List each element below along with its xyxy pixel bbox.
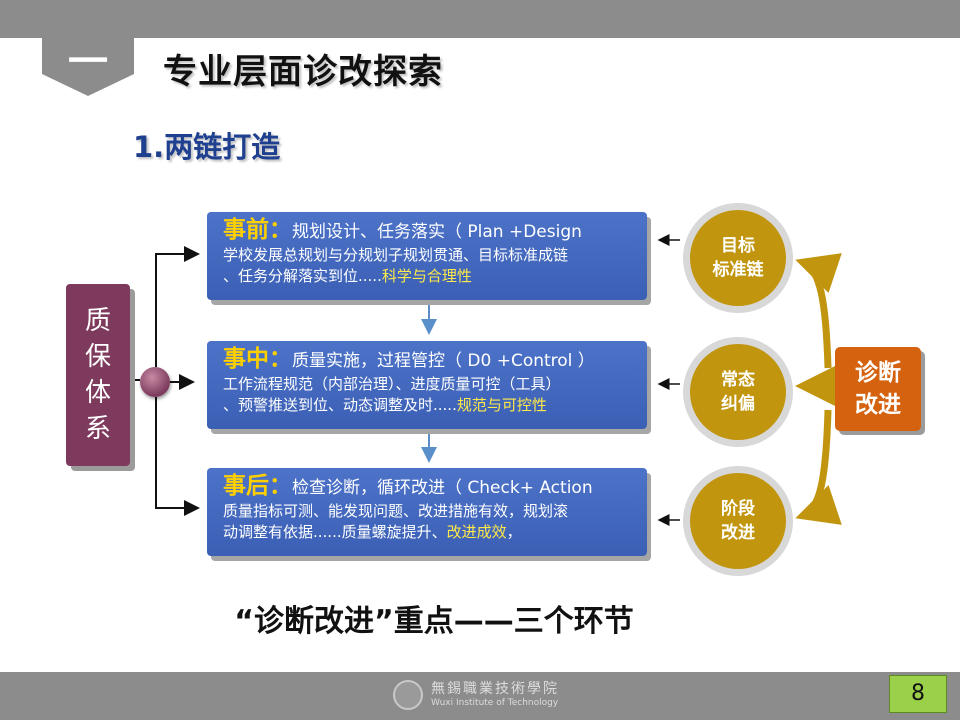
phase-after: 事后：检查诊断，循环改进（ Check+ Action 质量指标可测、能发现问题… (207, 468, 647, 556)
phase-before-line1: 规划设计、任务落实（ Plan +Design (292, 222, 582, 242)
phase-after-head: 事后 (223, 473, 269, 499)
circle-routine-correction-line2: 纠偏 (721, 394, 755, 414)
phase-before-line3: 、任务分解落实到位..... (223, 267, 382, 285)
section-number: 一 (68, 39, 108, 85)
circle-target-chain: 目标标准链 (683, 203, 793, 313)
summary-caption-row: “诊断改进”重点——三个环节 (0, 596, 960, 640)
quality-system-box: 质保体系 (66, 284, 130, 466)
phase-before-highlight: 科学与合理性 (381, 267, 472, 285)
circle-routine-correction: 常态纠偏 (683, 337, 793, 447)
phase-before-colon: ： (269, 217, 292, 243)
phase-before: 事前：规划设计、任务落实（ Plan +Design 学校发展总规划与分规划子规… (207, 212, 647, 300)
circle-target-chain-line2: 标准链 (712, 260, 764, 280)
school-name-cn: 無錫職業技術學院 (431, 681, 559, 697)
phase-after-tail: ， (506, 523, 522, 541)
school-emblem-icon (393, 680, 423, 710)
circle-target-chain-line1: 目标 (721, 236, 755, 256)
junction-dot (140, 367, 170, 397)
footer-bar (0, 672, 960, 720)
phase-before-head: 事前 (223, 217, 269, 243)
circle-stage-improvement-line2: 改进 (721, 523, 755, 543)
circle-routine-correction-line1: 常态 (721, 370, 755, 390)
phase-during-line3: 、预警推送到位、动态调整及时..... (223, 396, 457, 414)
diagnosis-improvement-box: 诊断改进 (835, 347, 921, 431)
page-number: 8 (889, 675, 947, 713)
circle-stage-improvement-line1: 阶段 (721, 499, 755, 519)
page-subtitle: 1.两链打造 (133, 130, 281, 164)
phase-after-line2: 质量指标可测、能发现问题、改进措施有效，规划滚 (223, 502, 569, 520)
phase-before-line2: 学校发展总规划与分规划子规划贯通、目标标准成链 (223, 246, 569, 264)
diagnosis-line1: 诊断 (855, 360, 901, 386)
diagnosis-line2: 改进 (855, 392, 901, 418)
phase-during: 事中：质量实施，过程管控（ D0 +Control ） 工作流程规范（内部治理）… (207, 341, 647, 429)
phase-after-highlight: 改进成效 (446, 523, 507, 541)
phase-after-line3: 动调整有依据......质量螺旋提升、 (223, 523, 447, 541)
section-number-tab: 一 (42, 38, 134, 96)
school-name-en: Wuxi Institute of Technology (431, 698, 559, 708)
circle-stage-improvement: 阶段改进 (683, 466, 793, 576)
header-bar (0, 0, 960, 38)
page-title: 专业层面诊改探索 (163, 52, 443, 92)
phase-during-head: 事中 (223, 346, 269, 372)
quality-system-label: 质保体系 (84, 306, 111, 444)
phase-after-colon: ： (269, 473, 292, 499)
school-logo: 無錫職業技術學院 Wuxi Institute of Technology (393, 678, 559, 712)
phase-during-line1: 质量实施，过程管控（ D0 +Control ） (292, 351, 595, 371)
phase-during-highlight: 规范与可控性 (456, 396, 547, 414)
phase-during-line2: 工作流程规范（内部治理）、进度质量可控（工具） (223, 375, 561, 393)
phase-after-line1: 检查诊断，循环改进（ Check+ Action (292, 478, 593, 498)
summary-caption: “诊断改进”重点——三个环节 (234, 604, 634, 639)
phase-during-colon: ： (269, 346, 292, 372)
